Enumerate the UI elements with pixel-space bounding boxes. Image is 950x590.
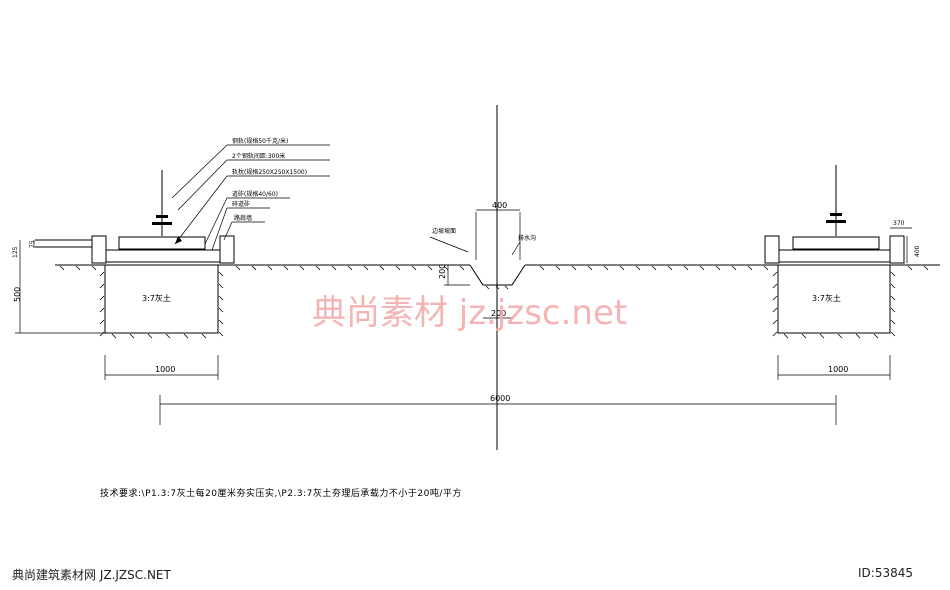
left-foundation: 3:7灰土 钢轨(规格50千克/米) 2个钢轨间距:300米 轨枕(规格250X… xyxy=(12,137,330,380)
right-foundation: 3:7灰土 370 400 1000 xyxy=(764,165,921,380)
dim-1000-left: 1000 xyxy=(155,365,175,374)
dim-200-width: 200 xyxy=(491,309,506,318)
label-ditch-right: 排水沟 xyxy=(518,234,536,242)
footer-site: 典尚建筑素材网 JZ.JZSC.NET xyxy=(12,568,171,582)
dim-400-top: 400 xyxy=(492,201,507,210)
technical-note: 技术要求:\P1.3:7灰土每20厘米夯实压实,\P2.3:7灰土夯理后承载力不… xyxy=(100,487,462,499)
watermark: 典尚素材 jz.jzsc.net xyxy=(312,293,627,333)
label-ballast: 道砟(规格40/60) xyxy=(232,190,278,198)
label-track-bed: 碎道砟 xyxy=(232,200,250,208)
dim-6000: 6000 xyxy=(490,394,510,403)
label-ditch-left: 边坡坡面 xyxy=(432,227,456,235)
label-rail: 钢轨(规格50千克/米) xyxy=(232,137,288,145)
dim-1000-right: 1000 xyxy=(828,365,848,374)
dim-125: 125 xyxy=(12,246,19,258)
fill-right-label: 3:7灰土 xyxy=(812,293,841,303)
label-sleeper-spacing: 2个钢轨间距:300米 xyxy=(232,152,285,160)
dim-500: 500 xyxy=(13,287,22,302)
dim-200-depth: 200 xyxy=(438,264,447,279)
label-edge-curb: 路肩墙 xyxy=(234,214,252,222)
drainage-ditch: 400 200 200 边坡坡面 排水沟 xyxy=(429,201,536,319)
dim-370: 370 xyxy=(893,220,905,227)
dim-75: 75 xyxy=(29,240,36,248)
footer-id: ID:53845 xyxy=(858,566,913,580)
overall-dimension: 6000 xyxy=(159,394,837,425)
fill-left-label: 3:7灰土 xyxy=(142,293,171,303)
label-sleeper-size: 轨枕(规格250X250X1500) xyxy=(232,168,307,176)
dim-400-right: 400 xyxy=(914,245,921,257)
